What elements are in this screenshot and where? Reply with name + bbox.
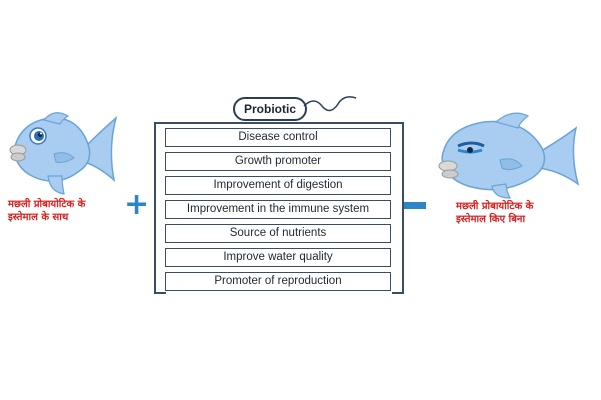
- benefit-reproduction: Promoter of reproduction: [165, 272, 391, 291]
- minus-sign: [404, 202, 426, 209]
- flagellum-icon: [303, 96, 357, 112]
- benefit-water-quality: Improve water quality: [165, 248, 391, 267]
- benefit-growth-promoter: Growth promoter: [165, 152, 391, 171]
- benefits-list: Disease control Growth promoter Improvem…: [165, 128, 391, 296]
- caption-right-line1: मछली प्रोबायोटिक के: [456, 201, 534, 212]
- caption-without-probiotic: मछली प्रोबायोटिक के इस्तेमाल किए बिना: [456, 200, 533, 226]
- caption-right-line2: इस्तेमाल किए बिना: [456, 214, 526, 225]
- happy-fish-icon: [9, 112, 118, 195]
- caption-left-line2: इस्तेमाल के साथ: [8, 212, 69, 223]
- benefit-nutrients: Source of nutrients: [165, 224, 391, 243]
- sick-fish-icon: [438, 112, 580, 199]
- benefit-immune-system: Improvement in the immune system: [165, 200, 391, 219]
- benefit-disease-control: Disease control: [165, 128, 391, 147]
- plus-sign: +: [124, 187, 150, 222]
- caption-with-probiotic: मछली प्रोबायोटिक के इस्तेमाल के साथ: [8, 198, 85, 224]
- frame-top-line: [164, 122, 392, 124]
- probiotic-label: Probiotic: [233, 97, 307, 121]
- right-bracket: [392, 122, 404, 294]
- benefit-digestion: Improvement of digestion: [165, 176, 391, 195]
- left-bracket: [154, 122, 166, 294]
- caption-left-line1: मछली प्रोबायोटिक के: [8, 199, 86, 210]
